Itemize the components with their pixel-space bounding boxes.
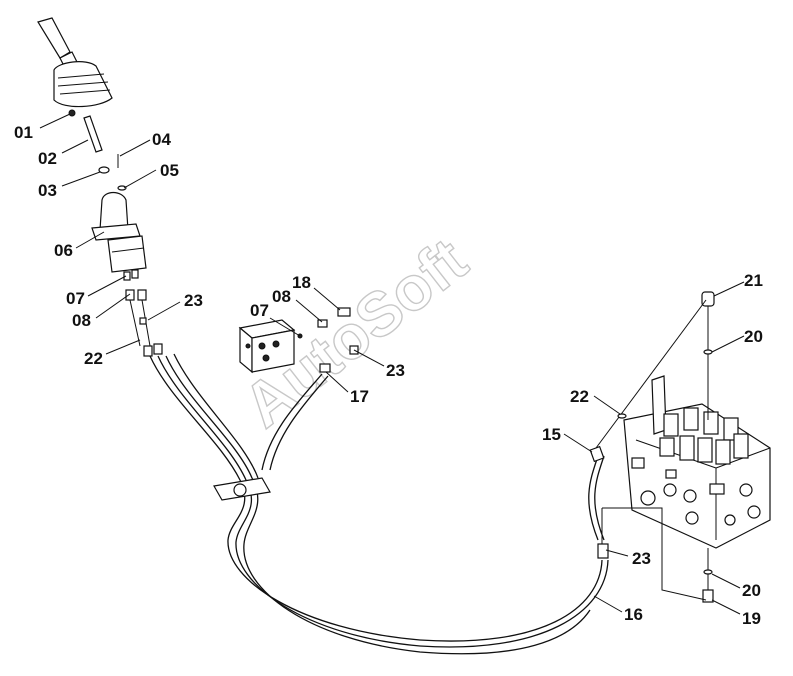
washer-03 <box>98 166 110 174</box>
callout-labels: 01 02 03 04 05 06 07 08 22 23 07 08 18 2… <box>14 123 763 628</box>
callout-07b: 07 <box>250 301 269 320</box>
callout-16: 16 <box>624 605 643 624</box>
control-valve <box>623 375 771 549</box>
callout-02: 02 <box>38 149 57 168</box>
callout-04: 04 <box>152 130 171 149</box>
callout-21: 21 <box>744 271 763 290</box>
valve-fittings <box>123 269 163 357</box>
callout-23b: 23 <box>386 361 405 380</box>
fitting-21 <box>701 291 715 307</box>
leader-lines <box>39 113 745 615</box>
fitting-15 <box>589 445 605 463</box>
callout-23c: 23 <box>632 549 651 568</box>
joystick-handle <box>37 17 113 153</box>
callout-01: 01 <box>14 123 33 142</box>
washer-05 <box>117 185 127 191</box>
callout-23a: 23 <box>184 291 203 310</box>
fitting-19 <box>702 589 714 603</box>
junction-block <box>238 307 359 374</box>
callout-08a: 08 <box>72 311 91 330</box>
callout-05: 05 <box>160 161 179 180</box>
hoses <box>149 353 609 655</box>
fitting-23c <box>597 543 609 559</box>
callout-22b: 22 <box>570 387 589 406</box>
callout-08b: 08 <box>272 287 291 306</box>
washer-20a <box>703 349 713 355</box>
callout-20a: 20 <box>744 327 763 346</box>
pilot-valve <box>91 191 147 273</box>
callout-18: 18 <box>292 273 311 292</box>
callout-20b: 20 <box>742 581 761 600</box>
callout-15: 15 <box>542 425 561 444</box>
callout-07a: 07 <box>66 289 85 308</box>
washer-20b <box>703 569 713 575</box>
washer-22b <box>617 413 627 419</box>
callout-19: 19 <box>742 609 761 628</box>
callout-17: 17 <box>350 387 369 406</box>
callout-06: 06 <box>54 241 73 260</box>
callout-22a: 22 <box>84 349 103 368</box>
callout-03: 03 <box>38 181 57 200</box>
